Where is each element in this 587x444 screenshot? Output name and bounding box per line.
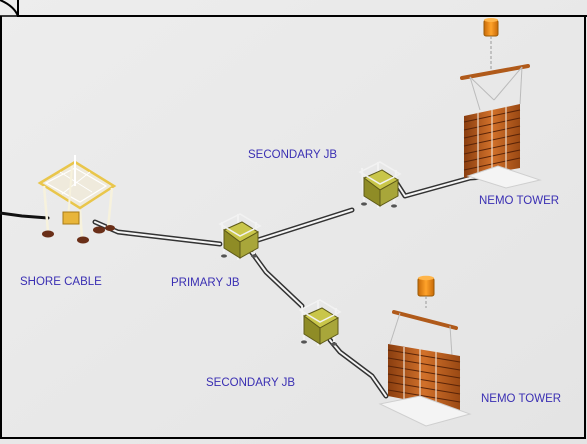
secondary-jb-bottom: [298, 299, 342, 346]
shore-cable-line: [0, 211, 50, 220]
label-secondary-jb-top: SECONDARY JB: [248, 149, 337, 161]
nemo-tower-top: [460, 18, 542, 189]
primary-jb: [218, 213, 262, 260]
label-shore-cable: SHORE CABLE: [20, 276, 102, 288]
label-nemo-tower-bottom: NEMO TOWER: [481, 393, 561, 405]
label-primary-jb: PRIMARY JB: [171, 277, 240, 289]
secondary-jb-top: [358, 161, 402, 208]
label-nemo-tower-top: NEMO TOWER: [479, 195, 559, 207]
buoy-top-icon: [483, 19, 499, 37]
nemo-tower-bottom: [378, 275, 472, 427]
buoy-bottom-icon: [417, 277, 435, 297]
frame-left-bottom-border: [0, 16, 586, 439]
shore-station: [37, 155, 117, 244]
frame-corner-curl: [0, 0, 19, 17]
label-secondary-jb-bottom: SECONDARY JB: [206, 377, 295, 389]
